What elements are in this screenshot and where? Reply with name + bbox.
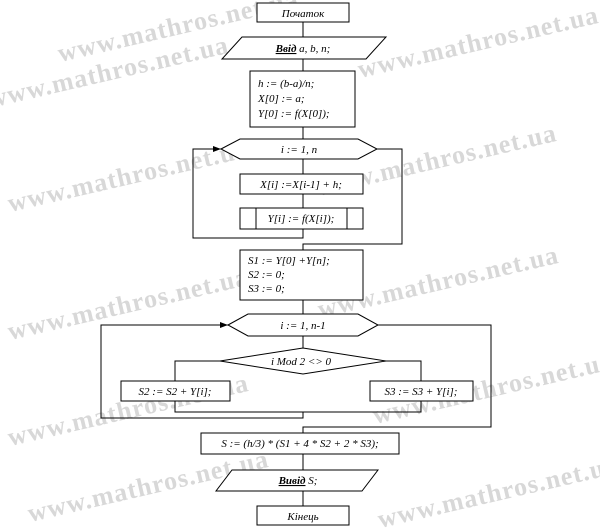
input-label: Ввід a, b, n; bbox=[275, 43, 331, 55]
step-y-label: Y[i] := f(X[i]); bbox=[268, 213, 335, 225]
result-block: S := (h/3) * (S1 + 4 * S2 + 2 * S3); bbox=[200, 432, 400, 455]
start-label: Початок bbox=[281, 8, 325, 20]
branch-yes-edge bbox=[174, 360, 220, 381]
sums-line-3: S3 := 0; bbox=[248, 283, 285, 295]
watermark-text: www.mathros.net.ua bbox=[5, 262, 252, 346]
init-block: h := (b-a)/n; X[0] := a; Y[0] := f(X[0])… bbox=[249, 70, 356, 128]
loop2-exit-edge bbox=[302, 324, 492, 433]
loop1-label: i := 1, n bbox=[281, 144, 318, 156]
merge-edge bbox=[174, 401, 422, 413]
output-label: Вивід S; bbox=[278, 475, 318, 487]
step-x-block: X[i] :=X[i-1] + h; bbox=[239, 173, 364, 195]
loop2-header: i := 1, n-1 bbox=[226, 313, 380, 337]
arrowhead bbox=[220, 322, 228, 328]
init-line-1: h := (b-a)/n; bbox=[258, 78, 314, 90]
sums-line-1: S1 := Y[0] +Y[n]; bbox=[248, 255, 330, 267]
branch-yes-label: S2 := S2 + Y[i]; bbox=[139, 386, 212, 398]
loop1-back-edge bbox=[192, 148, 304, 239]
init-line-3: Y[0] := f(X[0]); bbox=[258, 108, 330, 120]
init-line-2: X[0] := a; bbox=[257, 93, 305, 105]
start-terminator: Початок bbox=[256, 2, 350, 23]
watermark-text: www.mathros.net.ua bbox=[375, 450, 600, 528]
loop2-back-edge bbox=[100, 324, 304, 419]
step-y-block: Y[i] := f(X[i]); bbox=[239, 207, 364, 230]
loop1-header: i := 1, n bbox=[219, 138, 379, 160]
connectors bbox=[100, 22, 492, 506]
arrowhead bbox=[213, 146, 221, 152]
decision-label: i Mod 2 <> 0 bbox=[271, 356, 332, 368]
input-keyword: Ввід bbox=[275, 43, 297, 55]
output-block: Вивід S; bbox=[214, 469, 380, 492]
loop1-exit-edge bbox=[302, 148, 403, 250]
sums-line-2: S2 := 0; bbox=[248, 269, 285, 281]
sums-block: S1 := Y[0] +Y[n]; S2 := 0; S3 := 0; bbox=[239, 249, 364, 301]
output-params: S; bbox=[305, 475, 317, 487]
result-label: S := (h/3) * (S1 + 4 * S2 + 2 * S3); bbox=[221, 438, 378, 450]
branch-no-block: S3 := S3 + Y[i]; bbox=[369, 380, 474, 402]
step-x-label: X[i] :=X[i-1] + h; bbox=[259, 179, 342, 191]
watermark-text: www.mathros.net.ua bbox=[355, 0, 600, 84]
input-params: a, b, n; bbox=[296, 43, 330, 55]
end-label: Кінець bbox=[286, 511, 318, 523]
output-keyword: Вивід bbox=[278, 475, 306, 487]
decision-block: i Mod 2 <> 0 bbox=[219, 347, 387, 375]
branch-yes-block: S2 := S2 + Y[i]; bbox=[120, 380, 231, 402]
branch-no-label: S3 := S3 + Y[i]; bbox=[385, 386, 458, 398]
input-block: Ввід a, b, n; bbox=[220, 36, 388, 60]
branch-no-edge bbox=[386, 360, 422, 381]
arrowheads bbox=[213, 146, 228, 328]
loop2-label: i := 1, n-1 bbox=[280, 320, 325, 332]
end-terminator: Кінець bbox=[256, 505, 350, 526]
